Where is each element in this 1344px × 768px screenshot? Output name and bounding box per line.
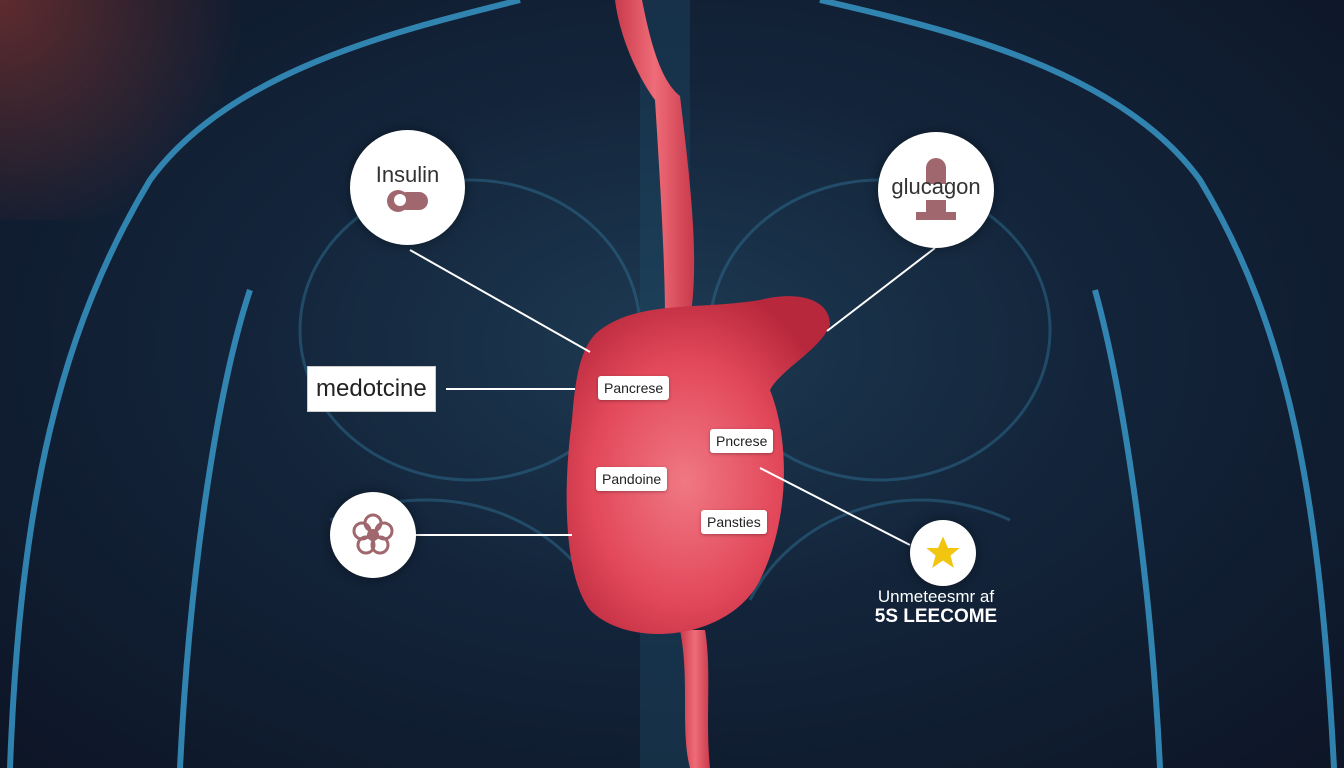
caption-line-2: 5S LEECOME <box>874 606 998 627</box>
glucagon-label: glucagon <box>891 174 981 199</box>
flower-icon <box>352 513 394 555</box>
flower-circle[interactable] <box>330 492 416 578</box>
star-circle[interactable] <box>910 520 976 586</box>
organ-label[interactable]: Pansties <box>701 510 767 534</box>
body-outline <box>7 0 1337 768</box>
glucagon-circle[interactable]: glucagon <box>878 132 994 248</box>
bottle-base-icon <box>916 200 956 220</box>
caption-line-1: Unmeteesmr af <box>877 587 995 606</box>
connector-lines <box>409 247 936 546</box>
medicine-box[interactable]: medotcine <box>307 366 436 412</box>
organ-label[interactable]: Pancrese <box>598 376 670 400</box>
pill-icon <box>386 189 428 212</box>
organ-label[interactable]: Pandoine <box>596 467 668 491</box>
stomach-organ <box>566 296 830 634</box>
esophagus <box>615 0 695 320</box>
star-caption: Unmeteesmr af 5S LEECOME <box>866 587 1006 627</box>
background-glow <box>0 0 240 220</box>
bottle-icon <box>926 158 946 184</box>
insulin-circle[interactable]: Insulin <box>350 130 465 245</box>
duodenum <box>680 630 710 768</box>
star-icon <box>926 536 960 568</box>
organ-label[interactable]: Pncrese <box>710 429 774 453</box>
insulin-label: Insulin <box>375 161 440 187</box>
